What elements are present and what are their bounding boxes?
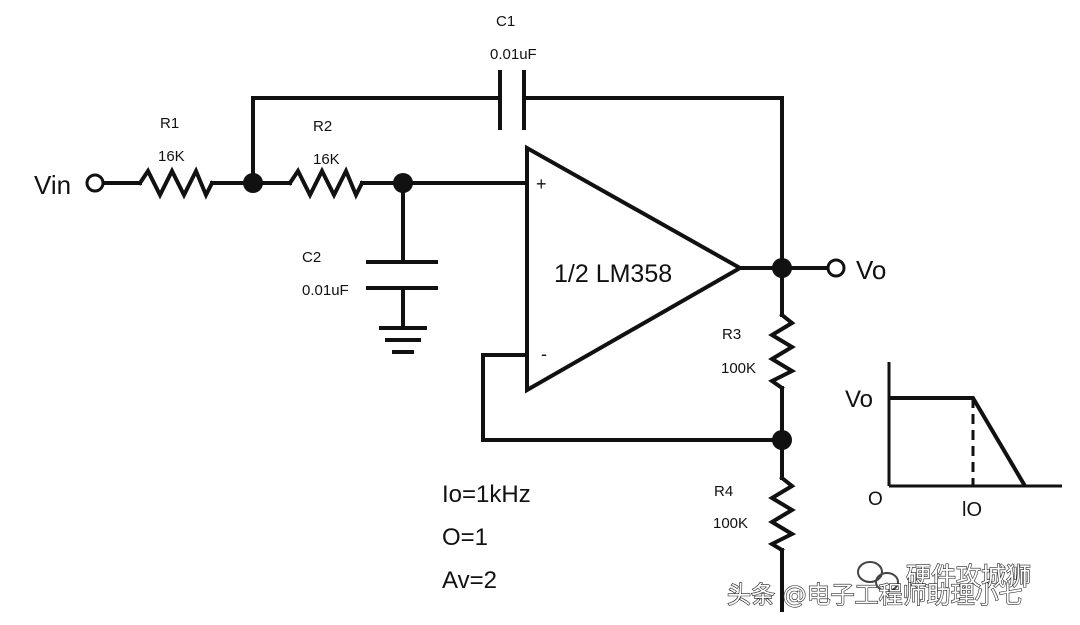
response-curve	[889, 396, 1027, 488]
resistor-r3	[768, 312, 797, 391]
opamp-minus-sign: -	[541, 344, 547, 364]
opamp-label: 1/2 LM358	[554, 260, 672, 288]
c1-name: C1	[496, 13, 515, 30]
response-y-label: Vo	[845, 386, 873, 413]
r3-name: R3	[722, 326, 741, 343]
watermark-wechat: 硬件攻城狮	[906, 562, 1031, 591]
r1-value: 16K	[158, 148, 185, 165]
input-terminal	[85, 173, 105, 193]
opamp-plus-sign: +	[536, 174, 547, 194]
wechat-icon	[857, 561, 899, 592]
c2-value: 0.01uF	[302, 282, 349, 299]
junction-r3-r4	[772, 430, 792, 450]
r1-name: R1	[160, 115, 179, 132]
response-origin-label: O	[868, 489, 883, 510]
output-terminal	[826, 258, 846, 278]
c1-value: 0.01uF	[490, 46, 537, 63]
input-label: Vin	[34, 170, 71, 200]
junction-r1-r2	[243, 173, 263, 193]
spec-cutoff: Io=1kHz	[442, 481, 531, 508]
resistor-r1	[137, 166, 215, 200]
response-cutoff-label: lO	[962, 499, 982, 521]
output-label: Vo	[856, 255, 886, 285]
r2-name: R2	[313, 118, 332, 135]
r4-value: 100K	[713, 515, 748, 532]
opamp-triangle	[525, 144, 745, 394]
watermark-toutiao: 头条 @电子工程师助理小七	[727, 581, 1023, 609]
r4-name: R4	[714, 483, 733, 500]
junction-output	[772, 258, 792, 278]
spec-gain: Av=2	[442, 567, 497, 594]
resistor-r2	[287, 166, 365, 200]
c2-name: C2	[302, 249, 321, 266]
junction-r2-c2	[393, 173, 413, 193]
r2-value: 16K	[313, 151, 340, 168]
spec-q: O=1	[442, 524, 488, 551]
resistor-r4	[767, 475, 797, 553]
r3-value: 100K	[721, 360, 756, 377]
response-plot	[887, 362, 1062, 488]
